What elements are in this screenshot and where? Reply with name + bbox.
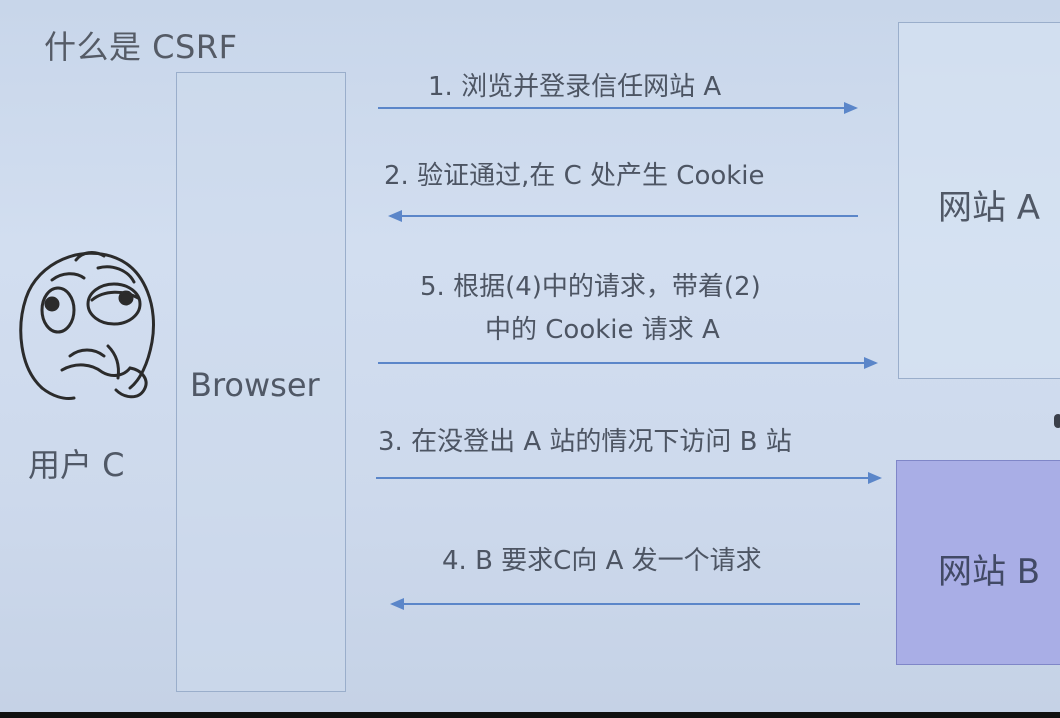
browser-label: Browser xyxy=(190,366,320,404)
site-b-box xyxy=(896,460,1060,665)
step-2-label: 2. 验证通过,在 C 处产生 Cookie xyxy=(384,161,765,191)
site-b-label: 网站 B xyxy=(938,552,1041,592)
connector-dot xyxy=(1054,414,1060,428)
user-label: 用户 C xyxy=(28,446,125,484)
site-a-box xyxy=(898,22,1060,379)
step-5-label-line1: 5. 根据(4)中的请求，带着(2) xyxy=(420,272,761,302)
step-3-label: 3. 在没登出 A 站的情况下访问 B 站 xyxy=(378,427,792,457)
step-4-label: 4. B 要求C向 A 发一个请求 xyxy=(442,546,762,576)
bottom-bar xyxy=(0,712,1060,718)
step-5-label-line2: 中的 Cookie 请求 A xyxy=(485,315,720,345)
browser-box xyxy=(176,72,346,692)
site-a-label: 网站 A xyxy=(938,188,1041,228)
step-1-label: 1. 浏览并登录信任网站 A xyxy=(428,72,722,102)
thinking-face-icon xyxy=(19,251,155,400)
page-title: 什么是 CSRF xyxy=(44,28,238,66)
